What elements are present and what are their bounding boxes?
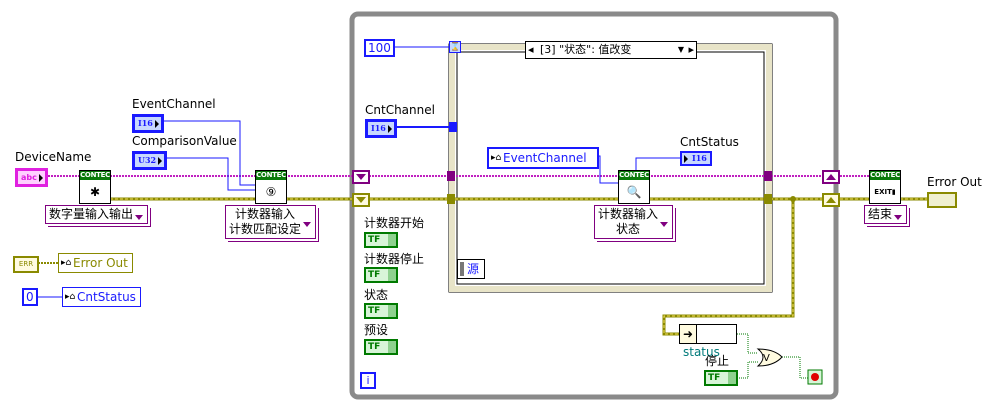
- event-source-node: 源: [457, 259, 485, 279]
- counter-icon: ⑨: [265, 185, 277, 199]
- shift-register-left-error: [352, 193, 370, 207]
- bool-label: 计数器停止: [364, 252, 425, 266]
- vi-header: CONTEC: [619, 171, 649, 180]
- iteration-terminal: i: [360, 372, 376, 389]
- unbundle-field: status: [683, 345, 720, 359]
- counter-match-vi[interactable]: CONTEC ⑨: [255, 170, 287, 204]
- bool-control[interactable]: TF: [364, 232, 398, 248]
- stop-control[interactable]: TF: [704, 370, 738, 386]
- shift-register-right-error: [822, 193, 840, 207]
- event-tunnel-device-right: [764, 171, 772, 181]
- error-out-indicator: [927, 192, 957, 208]
- arrow-icon: ➜: [680, 325, 697, 343]
- vi-header: CONTEC: [256, 171, 286, 180]
- exit-door-icon: EXIT▮: [874, 188, 896, 196]
- event-case-label: [3] "状态": 值改变: [540, 43, 632, 56]
- error-out-label: Error Out: [927, 175, 982, 189]
- bool-control[interactable]: TF: [364, 303, 398, 319]
- ring-line1: 计数器输入: [598, 207, 659, 221]
- close-ring[interactable]: 结束: [864, 205, 908, 224]
- bool-label: 状态: [364, 288, 389, 302]
- event-case-selector[interactable]: ◂ [3] "状态": 值改变 ▼ ▸: [525, 41, 697, 59]
- counter-status-ring[interactable]: 计数器输入 状态: [594, 205, 674, 239]
- magnifier-icon: 🔍: [626, 185, 642, 199]
- ring-line2: 状态: [616, 222, 641, 236]
- cnt-channel-label: CntChannel: [365, 103, 435, 117]
- svg-text:V: V: [763, 353, 770, 364]
- open-icon: ✱: [89, 185, 101, 199]
- counter-match-ring[interactable]: 计数器输入 计数匹配设定: [225, 205, 317, 239]
- bool-control[interactable]: TF: [364, 267, 398, 283]
- bool-label: 预设: [364, 323, 389, 337]
- shift-register-right-device: [822, 170, 840, 184]
- next-case-arrow-icon[interactable]: ▸: [688, 43, 694, 56]
- ring-line1: 计数器输入: [235, 207, 296, 221]
- prev-case-arrow-icon[interactable]: ◂: [528, 43, 534, 56]
- event-channel-local[interactable]: EventChannel: [487, 147, 599, 169]
- event-tunnel-error-left: [447, 194, 455, 204]
- case-dropdown-icon[interactable]: ▼: [677, 45, 684, 54]
- shift-register-left-device: [352, 170, 370, 184]
- event-tunnel-cntchannel: [449, 122, 457, 132]
- counter-status-vi[interactable]: CONTEC 🔍: [618, 170, 650, 204]
- event-channel-control[interactable]: I16: [132, 114, 164, 133]
- comparison-value-control[interactable]: U32: [132, 151, 168, 170]
- device-name-control[interactable]: abc: [15, 168, 48, 187]
- timeout-constant[interactable]: 100: [364, 39, 395, 57]
- or-gate: [756, 348, 783, 367]
- wire-junction: [790, 196, 796, 202]
- ring-line2: 计数匹配设定: [229, 222, 302, 236]
- comparison-value-label: ComparisonValue: [132, 134, 237, 148]
- vi-header: CONTEC: [80, 171, 110, 180]
- open-ring[interactable]: 数字量输入输出: [45, 205, 149, 224]
- event-channel-label: EventChannel: [132, 97, 216, 111]
- close-vi[interactable]: CONTEC EXIT▮: [869, 170, 901, 204]
- cnt-status-local[interactable]: CntStatus: [62, 287, 141, 307]
- cnt-status-label: CntStatus: [680, 135, 739, 149]
- vi-header: CONTEC: [870, 171, 900, 180]
- event-tunnel-error-right: [764, 194, 772, 204]
- open-vi[interactable]: CONTEC ✱: [79, 170, 111, 204]
- error-out-local[interactable]: Error Out: [58, 253, 133, 273]
- bool-control[interactable]: TF: [364, 339, 398, 355]
- device-name-label: DeviceName: [15, 150, 92, 164]
- event-tunnel-device-left: [447, 171, 455, 181]
- unbundle-by-name[interactable]: ➜ status: [679, 324, 737, 359]
- zero-constant[interactable]: 0: [22, 288, 38, 306]
- error-cluster-constant[interactable]: ERR: [13, 256, 39, 273]
- bool-label: 计数器开始: [364, 216, 425, 230]
- cnt-channel-control[interactable]: I16: [365, 119, 397, 138]
- stop-label: 停止: [705, 354, 730, 368]
- cnt-status-indicator: I16: [680, 151, 712, 166]
- timeout-hourglass-icon: ⌛: [449, 41, 461, 53]
